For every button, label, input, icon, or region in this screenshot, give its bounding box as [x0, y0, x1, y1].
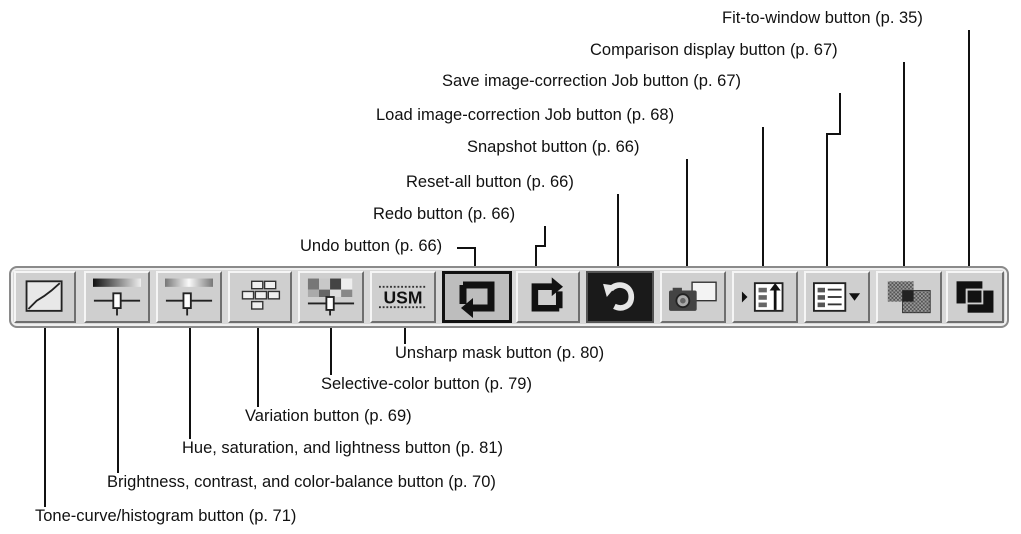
leader-snapshot	[686, 159, 688, 271]
callout-variation: Variation button (p. 69)	[245, 407, 412, 425]
callout-load-job: Load image-correction Job button (p. 68)	[376, 106, 675, 124]
fit-to-window-button[interactable]	[946, 271, 1004, 323]
brightness-contrast-button[interactable]	[84, 271, 150, 323]
tone-curve-icon	[25, 280, 63, 312]
reset-all-icon	[603, 282, 635, 311]
redo-button[interactable]	[516, 271, 580, 323]
redo-icon	[531, 277, 563, 312]
variation-icon	[241, 280, 281, 310]
callout-unsharp-mask: Unsharp mask button (p. 80)	[395, 344, 605, 362]
leader-undo	[457, 247, 476, 249]
leader-fit-to-window	[968, 30, 970, 271]
brightness-contrast-icon	[93, 278, 141, 316]
callout-comparison: Comparison display button (p. 67)	[590, 41, 838, 59]
hue-saturation-button[interactable]	[156, 271, 222, 323]
callout-fit-to-window: Fit-to-window button (p. 35)	[722, 9, 923, 27]
save-job-button[interactable]	[804, 271, 870, 323]
comparison-button[interactable]	[876, 271, 942, 323]
leader-tone-curve	[44, 323, 46, 507]
leader-reset-all	[617, 194, 619, 271]
unsharp-mask-button[interactable]: USM	[370, 271, 436, 323]
leader-redo	[544, 226, 546, 246]
callout-selective-color: Selective-color button (p. 79)	[321, 375, 532, 393]
comparison-icon	[887, 281, 931, 314]
fit-to-window-icon	[956, 281, 996, 315]
usm-icon: USM	[379, 284, 427, 310]
reset-all-button[interactable]	[586, 271, 654, 323]
load-job-icon	[741, 282, 784, 312]
leader-redo-v2	[535, 245, 537, 271]
load-job-button[interactable]	[732, 271, 798, 323]
undo-icon	[459, 281, 495, 318]
tone-curve-button[interactable]	[14, 271, 76, 323]
leader-comparison	[903, 62, 905, 271]
leader-save-job-v2	[826, 133, 828, 271]
leader-load-job	[762, 127, 764, 271]
leader-save-job	[839, 93, 841, 134]
usm-text: USM	[384, 287, 423, 307]
callout-reset-all: Reset-all button (p. 66)	[406, 173, 574, 191]
callout-snapshot: Snapshot button (p. 66)	[467, 138, 640, 156]
camera-icon	[669, 281, 717, 311]
selective-color-button[interactable]	[298, 271, 364, 323]
leader-brightness	[117, 323, 119, 473]
leader-selective-color	[330, 323, 332, 375]
leader-variation	[257, 323, 259, 407]
leader-hue-saturation	[189, 323, 191, 439]
selective-color-icon	[307, 278, 355, 316]
callout-undo: Undo button (p. 66)	[300, 237, 443, 255]
variation-button[interactable]	[228, 271, 292, 323]
leader-unsharp	[404, 323, 406, 344]
callout-tone-curve: Tone-curve/histogram button (p. 71)	[35, 507, 297, 525]
leader-save-job-h	[826, 133, 841, 135]
snapshot-button[interactable]	[660, 271, 726, 323]
save-job-icon	[813, 282, 861, 312]
callout-brightness: Brightness, contrast, and color-balance …	[107, 473, 496, 491]
leader-redo-h	[535, 245, 546, 247]
callout-redo: Redo button (p. 66)	[373, 205, 516, 223]
hue-saturation-icon	[165, 278, 213, 316]
callout-save-job: Save image-correction Job button (p. 67)	[442, 72, 741, 90]
leader-undo-v	[474, 247, 476, 271]
undo-button[interactable]	[442, 271, 512, 323]
callout-hue-saturation: Hue, saturation, and lightness button (p…	[182, 439, 504, 457]
